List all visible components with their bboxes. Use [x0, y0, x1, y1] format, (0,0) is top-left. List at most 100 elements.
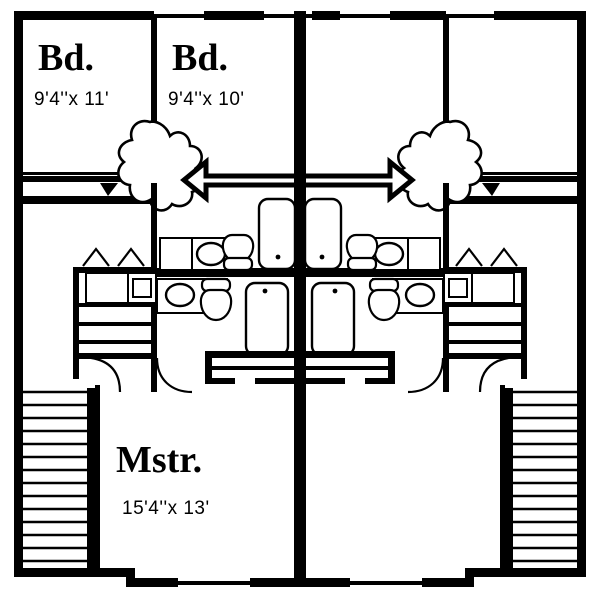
stair-treads	[23, 390, 89, 563]
party-wall-vertical	[294, 11, 306, 587]
bathtub-basin-upper-mirror	[303, 197, 343, 271]
bathtub-drain-upper	[275, 254, 281, 260]
room-labels: Bd. 9'4''x 11' Bd. 9'4''x 10' Mstr. 15'4…	[34, 37, 245, 519]
master-closet-bottom-a-mirror	[365, 378, 395, 384]
wall-right-upper	[577, 11, 586, 201]
party-wall-over-arrow	[294, 158, 306, 202]
appliance-dryer-inner	[132, 278, 152, 298]
linen-closet-wall-left	[73, 267, 79, 357]
master-closet-bottom-a	[205, 378, 235, 384]
gable-mark-a	[82, 247, 110, 267]
closet-shelf-bottom-mirror	[417, 199, 577, 204]
door-swing-hall-mirror	[478, 355, 522, 393]
master-closet-rod	[212, 366, 297, 370]
door-swing-master	[155, 357, 193, 394]
wall-left-lower	[14, 201, 23, 577]
stair-well	[23, 390, 95, 568]
closet-arrowhead-mirror	[482, 183, 500, 196]
window-bottom-1	[178, 581, 250, 585]
closet-shelf-line-3	[79, 340, 156, 344]
master-closet-top	[205, 351, 297, 358]
toilet-upper	[221, 233, 255, 272]
closet-shelf-bottom	[23, 199, 183, 204]
wall-bottom-right-step	[474, 568, 586, 577]
window-top-2	[264, 14, 312, 18]
window-top-4	[446, 14, 494, 18]
closet-rod-line-b-mirror	[427, 196, 577, 199]
door-swing-hall	[78, 355, 122, 393]
bathtub-basin-upper	[257, 197, 297, 271]
linen-closet-wall-top	[73, 267, 151, 273]
wall-bottom-right-riser	[465, 568, 474, 582]
master-closet	[205, 351, 297, 384]
gable-mark-a-mirror	[490, 247, 518, 267]
wall-bath-divider-mirror	[304, 268, 449, 277]
closet-shelf-top	[23, 176, 193, 182]
closet-shelf-line-3-mirror	[444, 340, 521, 344]
master-closet-side	[205, 351, 212, 383]
bathtub-basin-lower-mirror	[310, 281, 356, 357]
sink-basin-upper-mirror	[373, 241, 405, 267]
master-closet-bottom-b-mirror	[303, 378, 345, 384]
door-jamb-hall	[73, 357, 79, 379]
dim-bedroom-center-left: 9'4''x 10'	[168, 89, 245, 110]
bathtub-drain-lower-mirror	[332, 288, 338, 294]
wall-top-seg-2	[204, 11, 264, 20]
closet-shelf-line-1	[79, 303, 156, 307]
staircase-mirror	[505, 388, 577, 570]
closet-shelf-top-mirror	[407, 176, 577, 182]
door-jamb-hall-mirror	[521, 357, 527, 379]
closet-rod-line-b	[23, 196, 173, 199]
wall-top-seg-1	[14, 11, 154, 20]
sink-basin-upper	[195, 241, 227, 267]
door-jamb-master-mirror	[443, 358, 449, 392]
toilet-lower	[199, 277, 233, 322]
toilet-upper-mirror	[345, 233, 379, 272]
toilet-tank-upper	[222, 256, 254, 272]
linen-closet-wall-left-mirror	[521, 267, 527, 357]
linen-closet-wall-bottom-mirror	[444, 353, 527, 359]
window-top-1	[154, 14, 204, 18]
door-jamb-master	[151, 358, 157, 392]
wall-bottom-left-step	[14, 568, 126, 577]
linen-closet-wall-bottom	[73, 353, 156, 359]
label-master-left: Mstr.	[116, 439, 202, 481]
stair-rail-mirror	[505, 388, 513, 570]
bathtub-lower	[244, 281, 290, 357]
wall-bath-divider-horizontal	[151, 268, 296, 277]
appliance-washer	[85, 272, 129, 304]
closet-rod-arrow-center	[180, 156, 416, 204]
wall-top-seg-5	[494, 11, 586, 20]
stair-treads-mirror	[511, 390, 577, 563]
hall-vault-outline-mirror	[396, 119, 483, 212]
closet-rod-line-a-mirror	[427, 172, 577, 175]
dim-bedroom-left: 9'4''x 11'	[34, 89, 109, 110]
closet-shelf-line-1-mirror	[444, 303, 521, 307]
wall-bottom-seg-d	[422, 578, 474, 587]
unit-right	[303, 15, 577, 570]
label-bedroom-left: Bd.	[38, 37, 94, 79]
wall-left-upper	[14, 11, 23, 201]
master-closet-mirror	[303, 351, 395, 384]
wall-bottom-seg-a	[126, 578, 178, 587]
wall-stub-to-hall-mirror	[443, 15, 449, 123]
stair-well-mirror	[505, 390, 577, 568]
window-top-3	[340, 14, 390, 18]
gable-mark-b-mirror	[455, 247, 483, 267]
bathtub-drain-lower	[262, 288, 268, 294]
master-closet-rod-mirror	[303, 366, 388, 370]
wall-bottom-seg-c	[302, 578, 350, 587]
stair-rail	[87, 388, 95, 570]
toilet-bowl-lower	[199, 288, 233, 322]
bathtub-upper-mirror	[303, 197, 343, 271]
sink-vanity-upper	[159, 237, 231, 271]
wall-right-lower	[577, 201, 586, 577]
bathtub-drain-upper-mirror	[319, 254, 325, 260]
wall-stub-to-hall	[151, 15, 157, 123]
wall-top-seg-3	[312, 11, 340, 20]
closet-rod-line-a	[23, 172, 173, 175]
linen-closet	[73, 247, 157, 359]
wall-top-seg-4	[390, 11, 446, 20]
